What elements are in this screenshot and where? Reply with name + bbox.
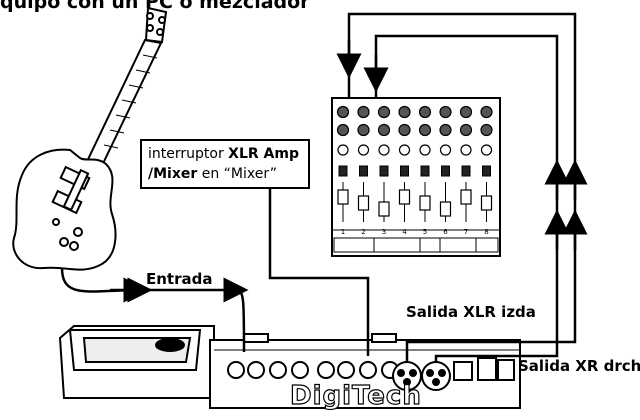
pedal-jack bbox=[291, 361, 309, 379]
mixer-fader-cap bbox=[460, 189, 472, 205]
mixer-knob bbox=[480, 105, 493, 119]
brand-logo: DigiTech bbox=[289, 380, 422, 411]
mixer-knob bbox=[398, 105, 411, 119]
mixer-channel-number: 1 bbox=[341, 228, 345, 236]
mixer-switch bbox=[420, 165, 430, 177]
mixer-fader-cap bbox=[439, 201, 452, 217]
mixer-knob bbox=[398, 144, 411, 156]
page-title: quipo con un PC o mezclador bbox=[0, 0, 310, 13]
mixer-knob bbox=[459, 123, 473, 137]
mixer-knob bbox=[418, 105, 432, 119]
mixer-fader-cap bbox=[357, 195, 370, 211]
mixer-knob bbox=[357, 105, 370, 119]
callout-bold-2: /Mixer bbox=[148, 166, 198, 182]
mixer-knob bbox=[377, 105, 391, 119]
mixer-switch bbox=[379, 165, 389, 177]
mixer-knob bbox=[439, 123, 452, 137]
mixer-knob bbox=[378, 144, 390, 156]
mixer-fader-cap bbox=[398, 189, 411, 205]
mixer-channel-number: 2 bbox=[361, 228, 365, 236]
pedal-jack bbox=[247, 361, 265, 379]
cables bbox=[60, 12, 588, 362]
mixer-knob bbox=[377, 123, 391, 137]
mixer-channel-number: 5 bbox=[423, 228, 427, 236]
mixer-knob bbox=[336, 105, 350, 119]
pedal-jack bbox=[337, 361, 355, 379]
mixer-icon: 12345678LD. GTRSYNTH AVOCSynth BBAS bbox=[331, 97, 501, 257]
mixer-knob bbox=[459, 105, 473, 119]
cable-callout-switch bbox=[268, 189, 370, 356]
callout-text-1: interruptor bbox=[148, 146, 229, 162]
mixer-knob bbox=[357, 123, 370, 137]
mixer-knob bbox=[398, 123, 411, 137]
mixer-switch bbox=[482, 165, 491, 177]
switch-callout: interruptor XLR Amp /Mixer en “Mixer” bbox=[140, 139, 310, 189]
mixer-switch bbox=[461, 165, 471, 177]
mixer-fader-cap bbox=[480, 195, 493, 211]
guitar-icon bbox=[12, 6, 168, 271]
mixer-channel-number: 8 bbox=[484, 228, 488, 236]
mixer-knob bbox=[336, 123, 350, 137]
mixer-fader-cap bbox=[337, 189, 349, 205]
mixer-knob bbox=[460, 144, 472, 156]
pedal-jack bbox=[317, 361, 335, 379]
pedal-jack bbox=[227, 361, 245, 379]
mixer-knob bbox=[337, 144, 349, 156]
mixer-knob bbox=[357, 144, 370, 156]
mixer-channel-number: 6 bbox=[443, 228, 448, 236]
mixer-fader-cap bbox=[378, 201, 390, 217]
mixer-switch bbox=[338, 165, 348, 177]
xlr-left-label: Salida XLR izda bbox=[406, 303, 536, 321]
mixer-channel-number: 7 bbox=[464, 228, 468, 236]
mixer-knob bbox=[439, 144, 452, 156]
input-label: Entrada bbox=[146, 270, 213, 288]
callout-text-2: en “Mixer” bbox=[197, 166, 277, 182]
mixer-knob bbox=[439, 105, 452, 119]
mixer-switch bbox=[359, 165, 368, 177]
mixer-knob bbox=[480, 123, 493, 137]
mixer-channel-number: 4 bbox=[402, 228, 407, 236]
mixer-switch bbox=[400, 165, 409, 177]
pedal-jack bbox=[269, 361, 287, 379]
pedal-jack bbox=[359, 361, 377, 379]
mixer-channel-number: 3 bbox=[382, 228, 386, 236]
mixer-knob bbox=[480, 144, 493, 156]
mixer-switch bbox=[441, 165, 450, 177]
mixer-knob bbox=[419, 144, 431, 156]
xlr-right-label: Salida XR drch bbox=[518, 357, 640, 375]
callout-bold-1: XLR Amp bbox=[228, 146, 299, 162]
mixer-fader-cap bbox=[419, 195, 431, 211]
mixer-knob bbox=[418, 123, 432, 137]
